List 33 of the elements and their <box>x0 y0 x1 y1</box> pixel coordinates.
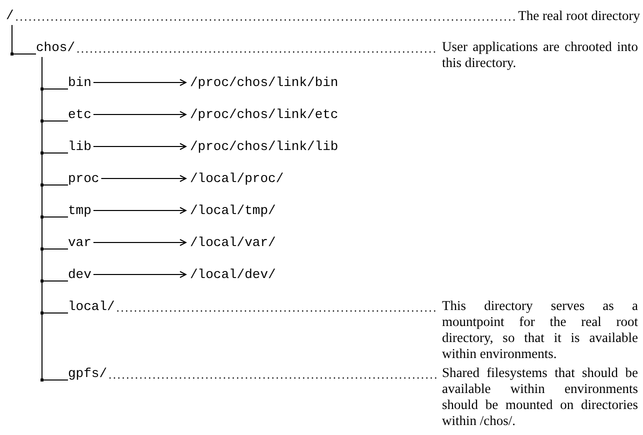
arrow <box>92 143 186 150</box>
path-name: var <box>68 235 160 250</box>
path-name: /proc/chos/link/lib <box>190 139 338 154</box>
description-text: User applications are chrooted into this directory. <box>442 39 638 71</box>
path-name: /local/tmp/ <box>190 203 276 218</box>
description-text: The real root directory <box>518 8 640 24</box>
path-name: /local/var/ <box>190 235 276 250</box>
tree-branch <box>40 56 68 382</box>
path-name: etc <box>68 107 160 122</box>
path-name: lib <box>68 139 160 154</box>
path-name: proc <box>68 171 160 186</box>
path-name: /proc/chos/link/etc <box>190 107 338 122</box>
path-name: / <box>6 8 14 23</box>
arrow <box>100 175 186 182</box>
arrow <box>92 79 186 86</box>
path-name: bin <box>68 75 160 90</box>
arrow <box>92 207 186 214</box>
tree-branch <box>10 24 36 56</box>
path-name: chos/ <box>36 40 76 55</box>
path-name: gpfs/ <box>68 366 108 381</box>
path-name: dev <box>68 267 160 282</box>
dotted-leader <box>109 377 439 379</box>
path-name: tmp <box>68 203 160 218</box>
path-name: /local/dev/ <box>190 267 276 282</box>
description-text: Shared filesystems that should be available within environments should be mounted on directories within /chos/. <box>442 365 638 429</box>
arrow <box>92 111 186 118</box>
path-name: local/ <box>68 299 115 314</box>
dotted-leader <box>16 19 515 21</box>
description-text: This directory serves as a mountpoint for the real root directory, so that it is available within environments. <box>442 298 638 362</box>
path-name: /local/proc/ <box>190 171 284 186</box>
arrow <box>92 239 186 246</box>
path-name: /proc/chos/link/bin <box>190 75 338 90</box>
arrow <box>92 271 186 278</box>
